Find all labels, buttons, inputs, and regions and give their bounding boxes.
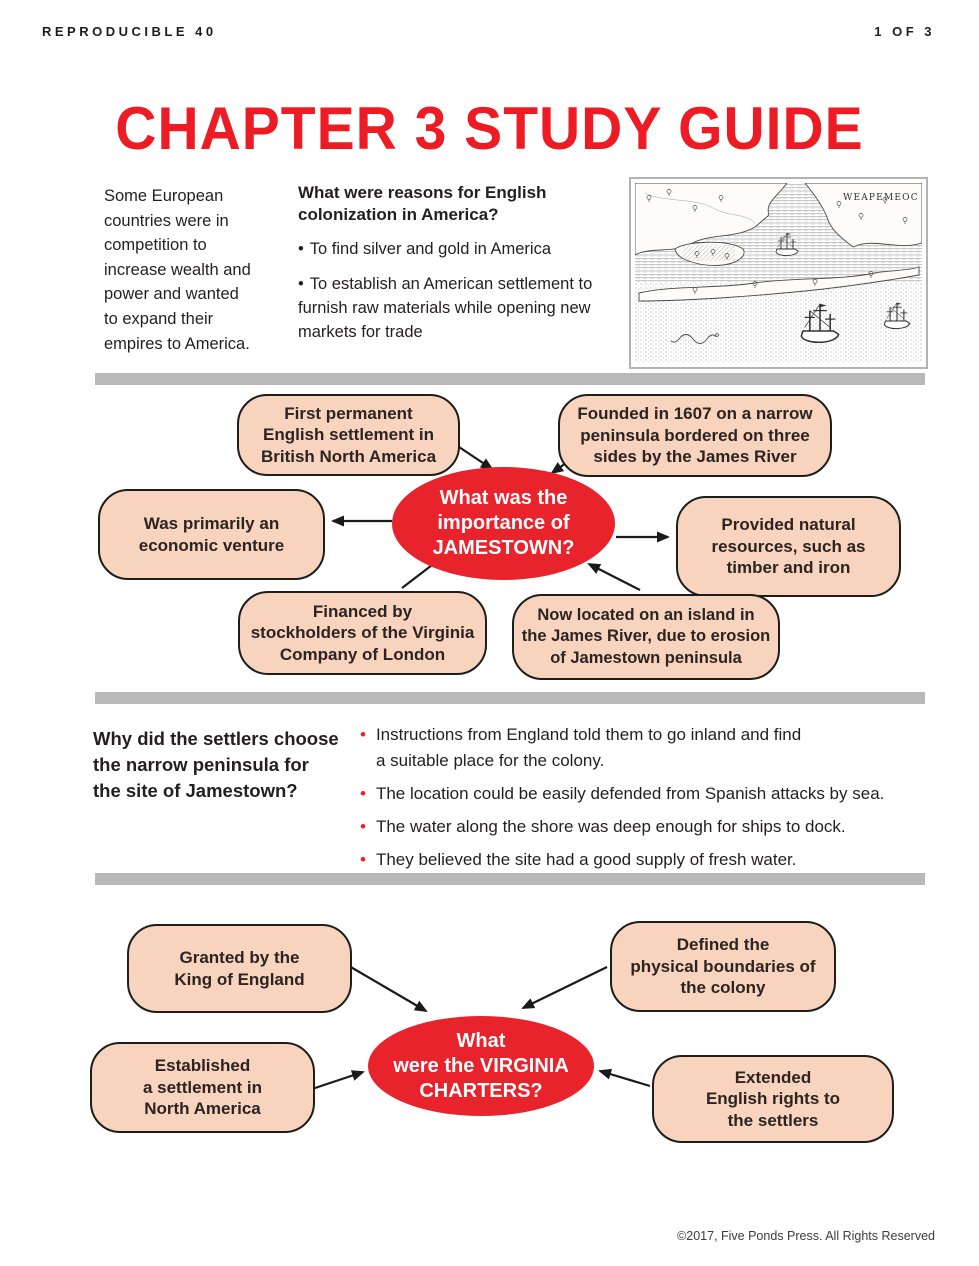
settlers-bullet: • The location could be easily defended … [360,781,925,807]
barrier-islands [638,266,920,302]
bullet-icon: • [360,850,366,869]
copyright-notice: ©2017, Five Ponds Press. All Rights Rese… [677,1229,935,1243]
section-divider [95,873,925,885]
jamestown-node-financed: Financed by stockholders of the Virginia… [238,591,487,675]
header-page-count: 1 OF 3 [874,24,935,39]
colonization-bullet: •To establish an American settlement to … [298,275,593,341]
jamestown-node-island: Now located on an island in the James Ri… [512,594,780,680]
mainland-west [634,182,788,256]
settlers-bullet: • They believed the site had a good supp… [360,847,925,873]
map-engraving-art: WEAPEMEOC [634,182,923,363]
colonization-bullet: •To find silver and gold in America [298,240,551,258]
map-region-label: WEAPEMEOC [843,193,919,203]
charters-node-settlement: Established a settlement in North Americ… [90,1042,315,1133]
jamestown-node-natural-resources: Provided natural resources, such as timb… [676,496,901,597]
jamestown-node-first-permanent: First permanent English settlement in Br… [237,394,460,476]
bullet-icon: • [298,240,304,258]
intro-paragraph: Some European countries were in competit… [104,187,251,353]
sea-monster [670,334,717,344]
colonial-map-engraving: WEAPEMEOC [629,177,928,369]
bullet-icon: • [360,784,366,803]
charters-node-granted: Granted by the King of England [127,924,352,1013]
jamestown-node-economic-venture: Was primarily an economic venture [98,489,325,580]
settlers-bullet-list: • Instructions from England told them to… [360,722,925,880]
colonization-question: What were reasons for English colonizati… [298,183,547,224]
bullet-icon: • [360,817,366,836]
colonization-question-block: What were reasons for English colonizati… [298,182,624,344]
mainland-east [804,182,923,248]
settlers-question: Why did the settlers choose the narrow p… [93,728,339,801]
settlers-bullet: • Instructions from England told them to… [360,722,925,774]
header-reproducible-label: REPRODUCIBLE 40 [42,24,217,39]
charters-center-question: What were the VIRGINIA CHARTERS? [368,1016,594,1116]
bullet-icon: • [298,275,304,293]
bullet-icon: • [360,725,366,744]
section-divider [95,373,925,385]
charters-node-rights: Extended English rights to the settlers [652,1055,894,1143]
charters-node-boundaries: Defined the physical boundaries of the c… [610,921,836,1012]
settlers-bullet: • The water along the shore was deep eno… [360,814,925,840]
section-divider [95,692,925,704]
jamestown-node-founded-1607: Founded in 1607 on a narrow peninsula bo… [558,394,832,477]
jamestown-center-question: What was the importance of JAMESTOWN? [392,467,615,580]
page-title: CHAPTER 3 STUDY GUIDE [115,95,864,163]
